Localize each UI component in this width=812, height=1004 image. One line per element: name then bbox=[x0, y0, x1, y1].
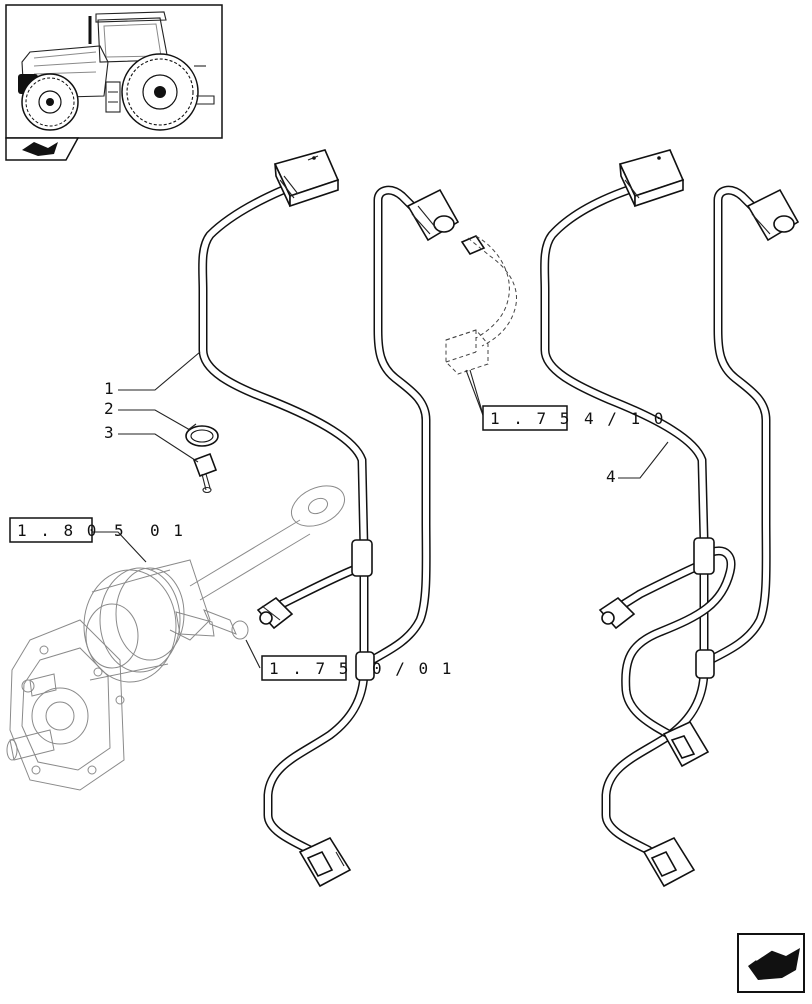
leader-lines bbox=[92, 351, 669, 669]
ref-1-75-b-tail: 0 / 0 1 bbox=[372, 659, 453, 678]
ref-1-80-label: 1 . 8 0 bbox=[17, 521, 98, 540]
harness-4-right-connector bbox=[746, 188, 800, 242]
harness-4-top-connector bbox=[618, 149, 685, 208]
next-page-arrow-icon[interactable] bbox=[737, 933, 805, 993]
screw-part bbox=[192, 452, 218, 494]
harness-1-bottom-connector bbox=[298, 836, 352, 888]
ref-1-80-tail: 0 1 bbox=[150, 521, 185, 540]
harness-1-right-connector bbox=[406, 188, 460, 242]
pto-gearbox-assembly bbox=[6, 485, 345, 791]
page-flip-icon[interactable] bbox=[5, 137, 80, 161]
ref-1-80-item5: 5 bbox=[114, 521, 126, 540]
ref-box-1-75-b[interactable]: 1 . 7 5 0 / 0 1 bbox=[261, 655, 453, 681]
harness-1-top-connector bbox=[273, 149, 340, 208]
harness-1-sensor-connector bbox=[256, 596, 294, 630]
callout-1: 1 bbox=[104, 379, 114, 398]
callout-4: 4 bbox=[606, 467, 616, 486]
dashed-subassembly bbox=[445, 235, 518, 419]
ref-1-75-a-tail: 4 / 1 0 bbox=[584, 409, 665, 428]
ref-box-1-80[interactable]: 1 . 8 0 5 0 1 bbox=[9, 517, 185, 543]
harness-4-bottom-connector bbox=[642, 836, 696, 888]
ref-box-1-75-a[interactable]: 1 . 7 5 4 / 1 0 bbox=[482, 405, 665, 431]
wiring-harness-4 bbox=[540, 185, 771, 863]
wiring-harness-1 bbox=[198, 185, 431, 863]
tractor-thumbnail-icon[interactable] bbox=[5, 4, 223, 139]
harness-4-sensor-connector bbox=[598, 596, 636, 630]
ref-1-75-b-label: 1 . 7 5 bbox=[269, 659, 350, 678]
callout-2: 2 bbox=[104, 399, 114, 418]
harness-4-middle-connector bbox=[662, 720, 710, 768]
clamp-ring-part bbox=[185, 423, 219, 447]
ref-1-75-a-label: 1 . 7 5 bbox=[490, 409, 571, 428]
callout-3: 3 bbox=[104, 423, 114, 442]
